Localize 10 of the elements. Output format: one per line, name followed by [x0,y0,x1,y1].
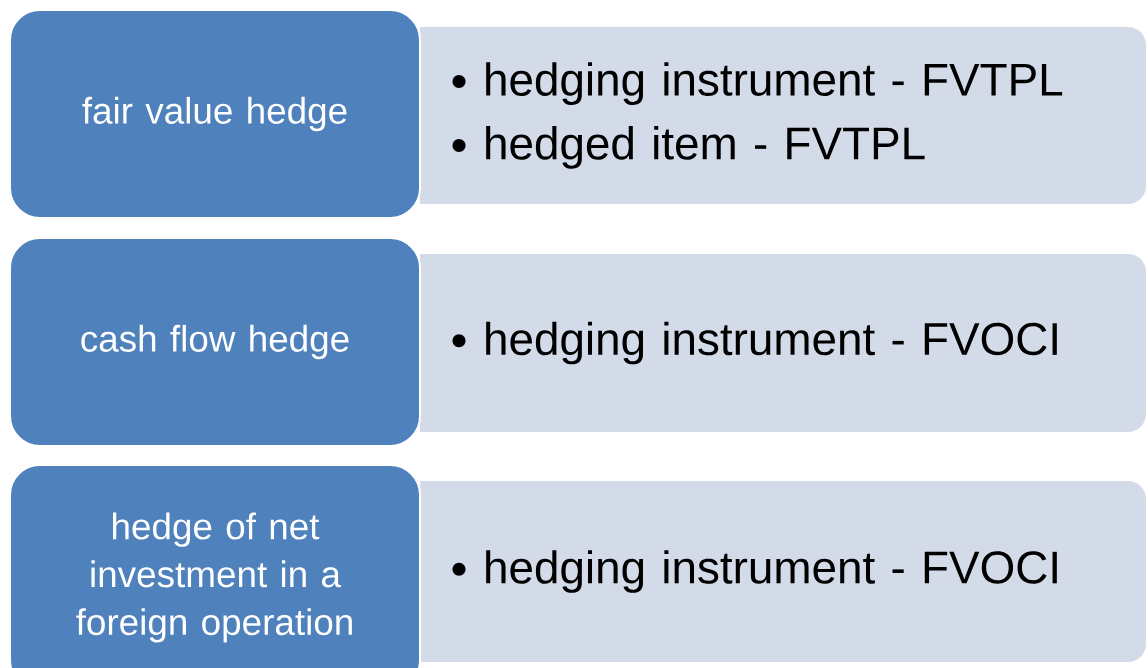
text-panel [420,481,1146,662]
bullet-text: hedged item - FVTPL [486,126,925,169]
text-panel [420,254,1146,432]
text-panel [420,27,1146,204]
category-box: hedge of net investment in a foreign operation [9,464,421,668]
bullet-text: hedging instrument - FVTPL [486,62,1063,105]
bullet-text: hedging instrument - FVOCI [486,550,1057,593]
category-box: cash flow hedge [9,237,421,447]
bullet-text: hedging instrument - FVOCI [486,321,1057,365]
category-box: fair value hedge [9,9,421,219]
